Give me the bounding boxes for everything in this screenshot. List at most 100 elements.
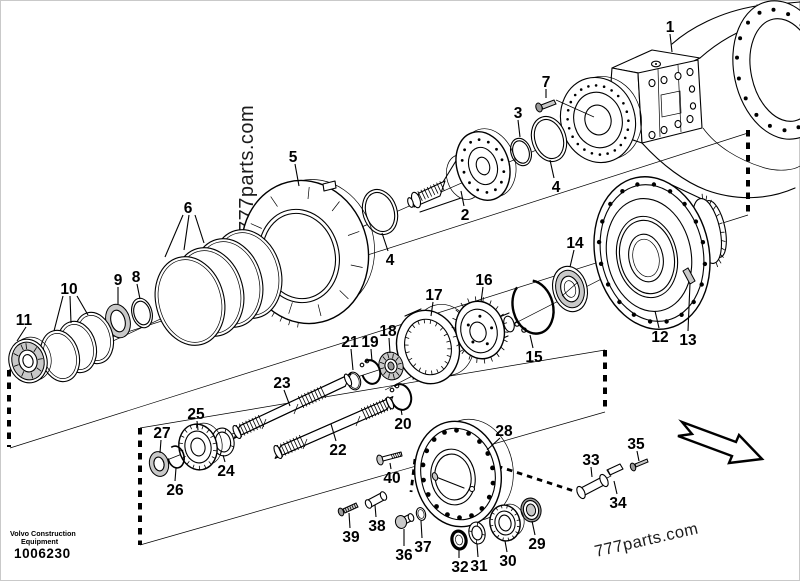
callout-10: 10 (60, 281, 77, 298)
part-3-o-ring (510, 137, 532, 167)
part-11-bearing (8, 336, 52, 384)
callout-leader-2 (460, 190, 465, 207)
callout-2: 2 (461, 207, 470, 224)
callout-leader-23 (283, 389, 291, 407)
callout-leader-30 (504, 540, 508, 553)
callout-leader-10 (76, 295, 89, 316)
part-34-lock-plate (606, 463, 624, 479)
callout-leader-13 (687, 282, 691, 332)
housing-bolt-holes (648, 67, 697, 140)
part-12-wheel-hub (593, 176, 727, 330)
callout-32: 32 (451, 559, 468, 576)
callout-17: 17 (425, 287, 442, 304)
part-16-gear-hub (451, 296, 515, 364)
callout-5: 5 (289, 149, 298, 166)
part-18-roller-bearing (378, 351, 404, 381)
part-40-bolt (376, 451, 403, 466)
part-13-pin (682, 267, 696, 285)
callout-38: 38 (368, 518, 386, 535)
callout-11: 11 (16, 312, 33, 329)
part-27-washer (148, 451, 170, 477)
callout-leader-3 (517, 119, 521, 138)
part-9-washer (105, 303, 131, 339)
part-19-circlip (359, 358, 382, 385)
part-22-axle-shaft (273, 396, 395, 460)
part-1-axle-housing (559, 0, 800, 199)
callout-leader-38 (374, 504, 377, 518)
part-4-seal-ring-lower (361, 188, 399, 236)
callout-28: 28 (495, 423, 513, 440)
callout-20: 20 (394, 416, 411, 433)
part-38-sleeve (364, 491, 388, 509)
callout-4: 4 (386, 252, 395, 269)
callout-leader-37 (420, 520, 423, 539)
callout-leader-35 (636, 450, 640, 462)
callout-22: 22 (329, 442, 346, 459)
callout-6: 6 (184, 200, 193, 217)
callout-9: 9 (114, 272, 123, 289)
part-23-axle-shaft (232, 373, 353, 440)
callout-leader-34 (613, 480, 618, 495)
part-25-planet-gear (178, 422, 223, 471)
brand-line1: Volvo Construction (10, 529, 76, 538)
callout-leader-6 (194, 214, 205, 244)
callout-31: 31 (470, 558, 488, 575)
callout-leader-17 (430, 301, 434, 317)
part-29-bushing (520, 497, 542, 523)
callout-24: 24 (217, 463, 235, 480)
part-7-bolt (535, 99, 595, 118)
part-39-bolt (337, 502, 359, 517)
callout-leader-24 (222, 454, 226, 463)
callout-29: 29 (528, 536, 546, 553)
part-17-annulus-gear (395, 304, 475, 385)
part-31-washer (468, 521, 486, 545)
callout-12: 12 (651, 329, 668, 346)
callout-35: 35 (627, 436, 645, 453)
callout-25: 25 (187, 406, 205, 423)
callout-8: 8 (132, 269, 141, 286)
callout-leader-22 (330, 423, 337, 442)
callout-34: 34 (609, 495, 627, 512)
callout-leader-14 (569, 249, 575, 268)
part-8-o-ring (131, 297, 153, 329)
callout-leader-10 (53, 295, 64, 332)
callout-leader-18 (388, 337, 391, 354)
part-4-seal-ring-upper (530, 115, 568, 163)
callout-18: 18 (379, 323, 397, 340)
callout-27: 27 (153, 425, 170, 442)
footer: Volvo Construction Equipment 1006230 (10, 529, 76, 561)
callout-leader-12 (654, 310, 660, 329)
part-6-ring-stack (154, 229, 283, 346)
callout-leader-6 (183, 214, 190, 251)
part-35-bolt (629, 458, 649, 472)
callout-leader-4 (549, 159, 555, 179)
callout-21: 21 (341, 334, 359, 351)
part-10-shim-rings (39, 311, 115, 383)
part-15-retaining-ring (511, 279, 555, 335)
callout-23: 23 (273, 375, 291, 392)
part-2-pinion-shaft (407, 128, 517, 213)
callout-7: 7 (542, 74, 551, 91)
part-33-planet-shaft (576, 473, 609, 500)
callout-14: 14 (566, 235, 584, 252)
part-32-seal-ring (450, 529, 468, 551)
brand-line2: Equipment (21, 537, 59, 546)
callout-37: 37 (414, 539, 431, 556)
callout-40: 40 (383, 470, 400, 487)
part-28-planet-carrier (413, 418, 514, 528)
callout-leader-28 (486, 437, 501, 451)
direction-arrow (677, 419, 765, 465)
callout-leader-31 (476, 543, 479, 558)
callout-leader-26 (174, 467, 177, 482)
callout-leader-4 (381, 232, 389, 252)
callout-3: 3 (514, 105, 523, 122)
callout-leader-40 (389, 462, 392, 470)
watermark-left: 777parts.com (236, 105, 258, 232)
callout-leader-21 (350, 348, 354, 371)
callout-leader-15 (529, 334, 534, 349)
callout-leader-19 (370, 348, 373, 362)
part-20-circlip (389, 383, 413, 411)
part-14-bearing (551, 265, 589, 313)
